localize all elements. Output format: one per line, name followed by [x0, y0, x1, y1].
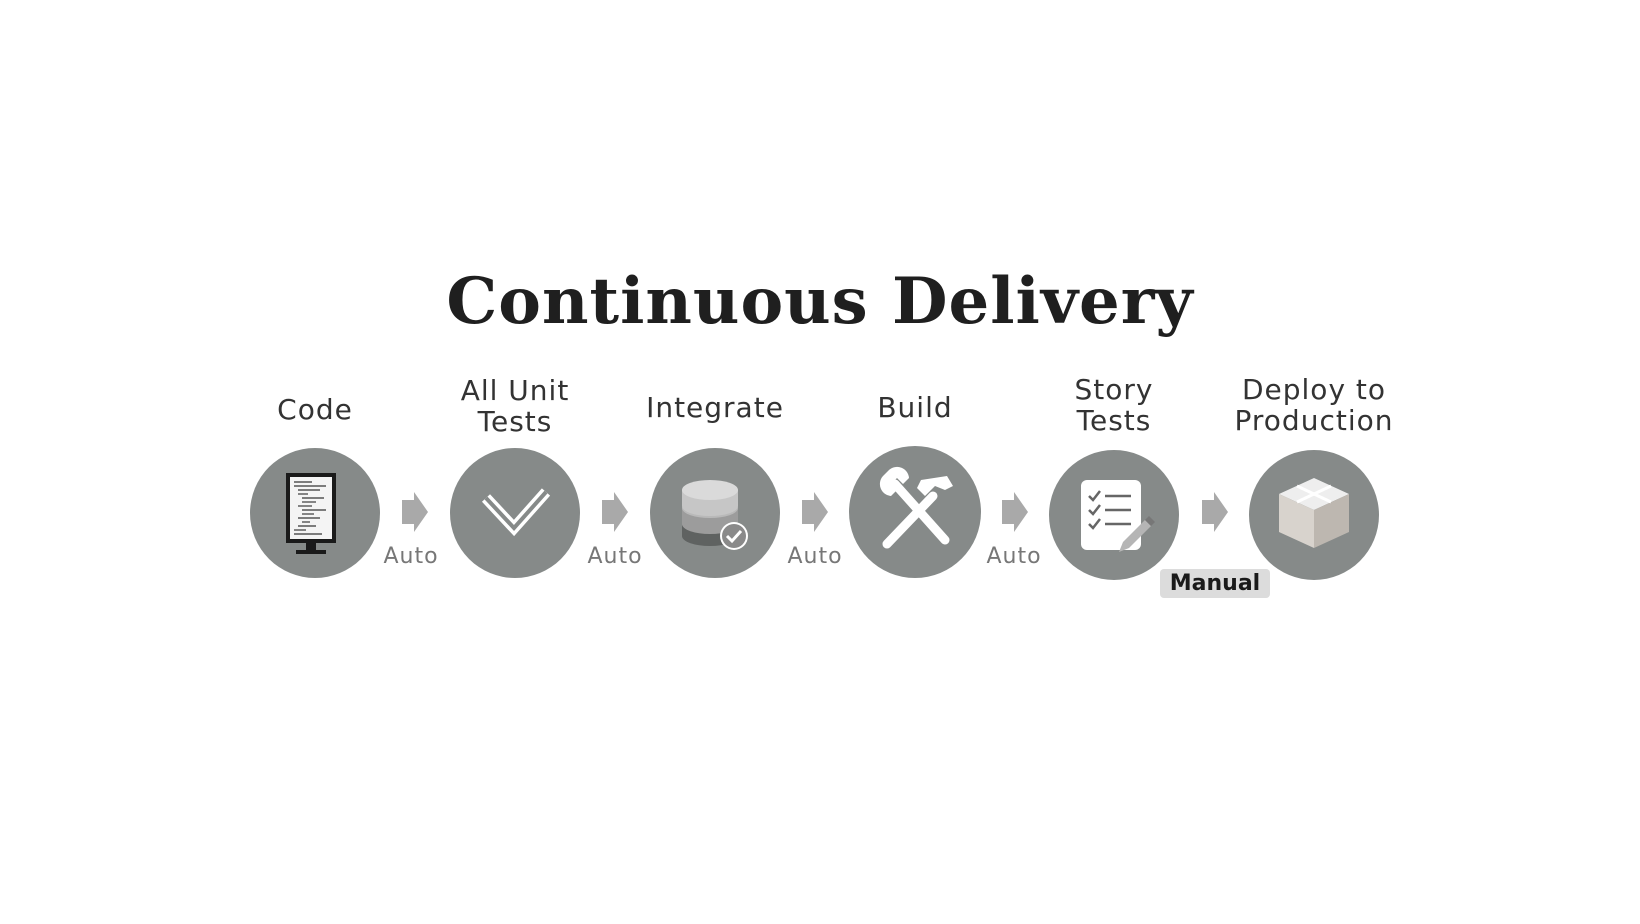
step-circle [1049, 450, 1179, 580]
package-box-icon [1279, 478, 1349, 548]
transition-label: Auto [986, 544, 1042, 569]
arrow-right-icon [400, 490, 430, 534]
arrow-right-icon [600, 490, 630, 534]
checklist-pencil-icon [1081, 480, 1155, 552]
diagram-title: Continuous Delivery [446, 264, 1194, 339]
step-label-line: All Unit [460, 374, 570, 407]
step-label-line: Tests [477, 405, 553, 438]
transition-label: Auto [787, 544, 843, 569]
arrow-right-icon [1200, 490, 1230, 534]
step-label-line: Build [877, 391, 953, 424]
transition-label: Auto [587, 544, 643, 569]
step-label-line: Story [1074, 373, 1154, 406]
step-label: Deploy to Production [1214, 374, 1414, 436]
step-label-line: Deploy to [1241, 373, 1387, 406]
step-label: All Unit Tests [415, 375, 615, 437]
step-circle [849, 446, 981, 578]
step-label: Integrate [615, 392, 815, 423]
arrow-right-icon [1000, 490, 1030, 534]
step-label-line: Integrate [646, 391, 784, 424]
manual-badge: Manual [1160, 569, 1270, 598]
step-circle [250, 448, 380, 578]
step-circle [1249, 450, 1379, 580]
arrow-right-icon [800, 490, 830, 534]
step-label: Code [215, 394, 415, 425]
step-label: Story Tests [1014, 374, 1214, 436]
transition-label: Auto [383, 544, 439, 569]
step-label: Build [815, 392, 1015, 423]
monitor-code-icon [286, 473, 336, 554]
step-circle [450, 448, 580, 578]
database-check-icon [682, 480, 748, 550]
step-label-line: Code [277, 393, 353, 426]
step-label-line: Production [1234, 404, 1394, 437]
wrench-hammer-icon [879, 466, 953, 549]
step-label-line: Tests [1076, 404, 1152, 437]
step-circle [650, 448, 780, 578]
checkmark-icon [481, 488, 551, 537]
